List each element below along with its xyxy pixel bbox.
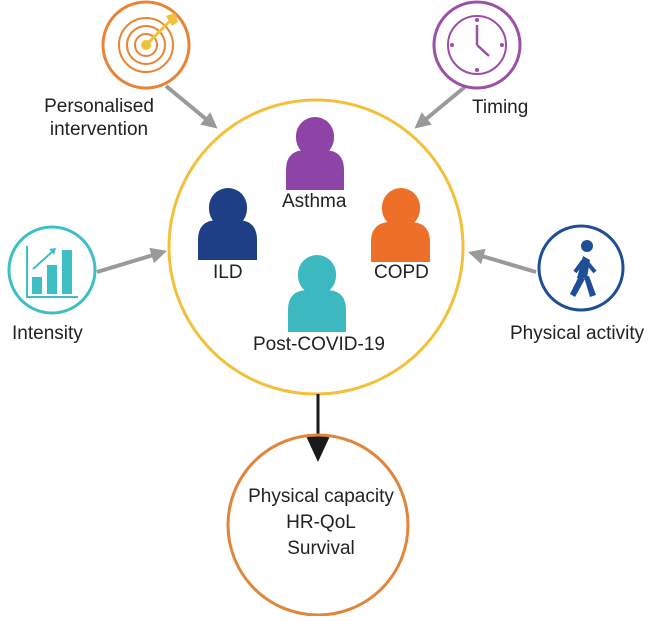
copd-label: COPD [374, 262, 429, 283]
physical-activity-label: Physical activity [510, 323, 645, 344]
personalised-line1: Personalised [44, 96, 154, 117]
personalised-intervention-label: Personalised intervention [20, 95, 178, 141]
walking-person-icon [537, 224, 625, 312]
asthma-person-icon [286, 117, 344, 190]
central-ring [167, 98, 465, 396]
arrow-intensity [96, 247, 167, 274]
outcome-physical-capacity: Physical capacity [248, 486, 394, 507]
timing-label: Timing [472, 97, 529, 118]
outcomes-list: Physical capacity HR-QoL Survival [226, 484, 416, 562]
intensity-label: Intensity [12, 323, 83, 344]
personalised-line2: intervention [49, 119, 149, 140]
outcome-survival: Survival [287, 538, 355, 559]
arrow-down-head [306, 436, 330, 462]
bar-chart-icon [7, 225, 97, 315]
arrow-personalised [164, 84, 218, 129]
outcome-ring [226, 433, 410, 617]
outcome-hr-qol: HR-QoL [286, 512, 356, 533]
asthma-label: Asthma [282, 191, 347, 212]
ild-person-icon [198, 188, 257, 260]
clock-icon [432, 0, 522, 90]
post-covid-label: Post-COVID-19 [253, 334, 385, 355]
arrow-physical-activity [468, 248, 537, 274]
arrow-timing [414, 84, 468, 129]
copd-person-icon [371, 188, 430, 262]
post-covid-person-icon [288, 255, 346, 332]
ild-label: ILD [213, 262, 243, 283]
target-icon [101, 0, 191, 90]
